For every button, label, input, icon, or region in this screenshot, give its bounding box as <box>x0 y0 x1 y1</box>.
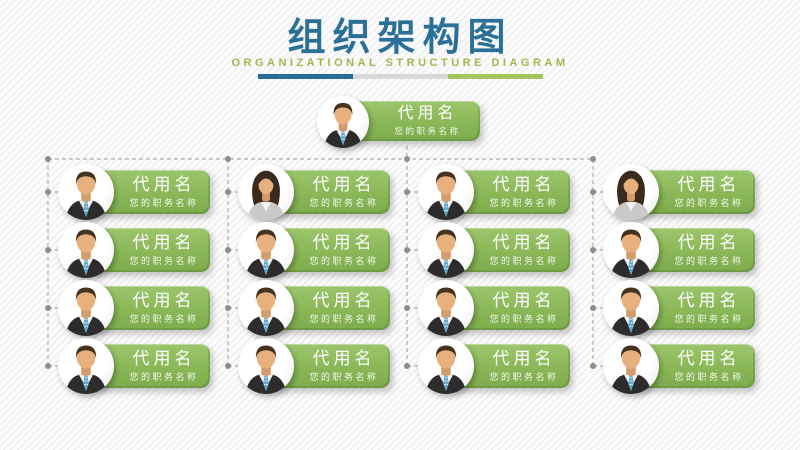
org-node-role: 您的职务名称 <box>129 198 199 209</box>
avatar <box>238 164 294 220</box>
org-node-role: 您的职务名称 <box>129 256 199 267</box>
org-node-role: 您的职务名称 <box>674 256 744 267</box>
org-node-name: 代用名 <box>312 232 376 252</box>
org-node-role: 您的职务名称 <box>394 126 461 137</box>
org-node-role: 您的职务名称 <box>489 314 559 325</box>
org-node[interactable]: 代用名 您的职务名称 <box>603 222 755 278</box>
divider-segment-green <box>447 74 543 79</box>
org-node-name: 代用名 <box>677 174 741 194</box>
org-node[interactable]: 代用名 您的职务名称 <box>58 280 210 336</box>
org-node-role: 您的职务名称 <box>309 372 379 383</box>
org-node-name: 代用名 <box>132 174 196 194</box>
avatar <box>603 164 659 220</box>
org-node-role: 您的职务名称 <box>309 314 379 325</box>
avatar <box>418 164 474 220</box>
avatar <box>603 222 659 278</box>
org-node-name: 代用名 <box>492 348 556 368</box>
org-node-role: 您的职务名称 <box>129 372 199 383</box>
male-avatar-icon <box>238 338 294 394</box>
avatar <box>418 280 474 336</box>
male-avatar-icon <box>317 96 369 148</box>
org-node[interactable]: 代用名 您的职务名称 <box>418 338 570 394</box>
org-node-role: 您的职务名称 <box>674 372 744 383</box>
org-node[interactable]: 代用名 您的职务名称 <box>58 164 210 220</box>
avatar <box>58 338 114 394</box>
male-avatar-icon <box>58 164 114 220</box>
org-node-name: 代用名 <box>312 290 376 310</box>
org-node[interactable]: 代用名 您的职务名称 <box>58 222 210 278</box>
male-avatar-icon <box>418 338 474 394</box>
org-node-name: 代用名 <box>397 104 458 122</box>
org-node-name: 代用名 <box>312 348 376 368</box>
slide-header: 组织架构图 ORGANIZATIONAL STRUCTURE DIAGRAM <box>0 0 800 79</box>
org-node-plate: 代用名 您的职务名称 <box>345 101 480 141</box>
org-node[interactable]: 代用名 您的职务名称 <box>603 280 755 336</box>
male-avatar-icon <box>603 338 659 394</box>
male-avatar-icon <box>603 280 659 336</box>
org-node-name: 代用名 <box>677 232 741 252</box>
org-node-name: 代用名 <box>677 348 741 368</box>
org-node-name: 代用名 <box>492 232 556 252</box>
org-node-role: 您的职务名称 <box>309 256 379 267</box>
org-node-role: 您的职务名称 <box>674 314 744 325</box>
male-avatar-icon <box>418 280 474 336</box>
org-node[interactable]: 代用名 您的职务名称 <box>418 164 570 220</box>
avatar <box>58 280 114 336</box>
org-node[interactable]: 代用名 您的职务名称 <box>418 222 570 278</box>
org-node-name: 代用名 <box>312 174 376 194</box>
avatar <box>58 164 114 220</box>
divider-segment-gray <box>352 74 448 79</box>
female-avatar-icon <box>603 164 659 220</box>
title-divider <box>257 74 543 79</box>
org-node[interactable]: 代用名 您的职务名称 <box>418 280 570 336</box>
avatar <box>238 222 294 278</box>
org-node-name: 代用名 <box>677 290 741 310</box>
org-node[interactable]: 代用名 您的职务名称 <box>238 280 390 336</box>
male-avatar-icon <box>418 164 474 220</box>
org-node-role: 您的职务名称 <box>309 198 379 209</box>
org-node[interactable]: 代用名 您的职务名称 <box>58 338 210 394</box>
org-node-name: 代用名 <box>132 348 196 368</box>
avatar <box>317 96 369 148</box>
avatar <box>603 280 659 336</box>
page-subtitle: ORGANIZATIONAL STRUCTURE DIAGRAM <box>231 57 569 69</box>
org-node-name: 代用名 <box>492 174 556 194</box>
avatar <box>603 338 659 394</box>
org-node-role: 您的职务名称 <box>129 314 199 325</box>
org-node-role: 您的职务名称 <box>489 372 559 383</box>
org-node[interactable]: 代用名 您的职务名称 <box>238 222 390 278</box>
org-node[interactable]: 代用名 您的职务名称 <box>238 338 390 394</box>
page-title: 组织架构图 <box>287 17 513 59</box>
male-avatar-icon <box>58 338 114 394</box>
avatar <box>238 280 294 336</box>
avatar <box>58 222 114 278</box>
male-avatar-icon <box>238 222 294 278</box>
male-avatar-icon <box>238 280 294 336</box>
org-node-name: 代用名 <box>132 232 196 252</box>
avatar <box>238 338 294 394</box>
org-node-name: 代用名 <box>492 290 556 310</box>
org-node[interactable]: 代用名 您的职务名称 <box>603 338 755 394</box>
divider-segment-blue <box>257 74 353 79</box>
org-node-name: 代用名 <box>132 290 196 310</box>
org-node-role: 您的职务名称 <box>489 256 559 267</box>
male-avatar-icon <box>603 222 659 278</box>
org-node[interactable]: 代用名 您的职务名称 <box>317 96 480 148</box>
female-avatar-icon <box>238 164 294 220</box>
male-avatar-icon <box>418 222 474 278</box>
avatar <box>418 338 474 394</box>
male-avatar-icon <box>58 222 114 278</box>
avatar <box>418 222 474 278</box>
org-node-role: 您的职务名称 <box>674 198 744 209</box>
org-node-role: 您的职务名称 <box>489 198 559 209</box>
org-node[interactable]: 代用名 您的职务名称 <box>238 164 390 220</box>
male-avatar-icon <box>58 280 114 336</box>
org-node[interactable]: 代用名 您的职务名称 <box>603 164 755 220</box>
